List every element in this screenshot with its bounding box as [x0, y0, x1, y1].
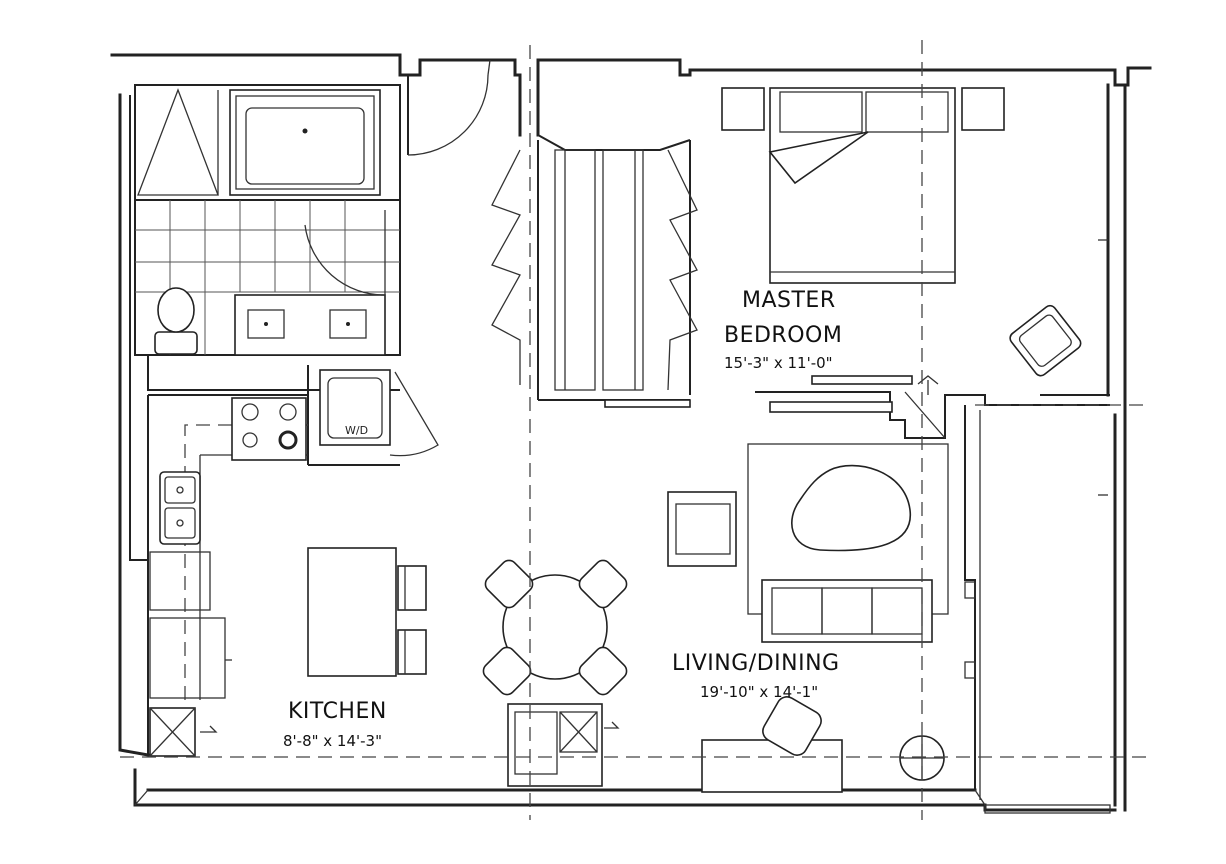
kitchen-counter: [147, 394, 308, 757]
bathroom-door-swing: [304, 224, 386, 296]
master-bedroom-label-line1: MASTER: [742, 288, 836, 313]
toilet: [154, 287, 198, 355]
kitchen-island: [307, 547, 427, 677]
kitchen-duct: [149, 707, 218, 757]
armchair: [667, 491, 737, 567]
dining-table: [482, 559, 628, 696]
entry-door: [407, 59, 491, 156]
balcony: [964, 239, 1111, 814]
bedroom-chair: [1009, 304, 1082, 377]
partition-wall: [755, 375, 1110, 439]
closet: [491, 134, 698, 408]
master-bedroom-dimensions: 15'-3" x 11'-0": [724, 354, 833, 372]
sofa: [761, 579, 933, 643]
washer-dryer-label: W/D: [345, 424, 368, 437]
bed: [768, 87, 956, 284]
desk: [701, 696, 843, 793]
bathroom: [134, 84, 401, 391]
reference-lines: [120, 40, 1150, 820]
bedroom-furniture: [721, 87, 1110, 396]
master-bedroom-label-line2: BEDROOM: [724, 323, 842, 348]
room-labels: MASTER BEDROOM 15'-3" x 11'-0" LIVING/DI…: [283, 288, 842, 750]
dining-storage: [507, 703, 620, 787]
washer-dryer: W/D: [307, 365, 439, 466]
kitchen-dimensions: 8'-8" x 14'-3": [283, 732, 382, 750]
living-dining-label: LIVING/DINING: [672, 651, 840, 676]
living-dining-dimensions: 19'-10" x 14'-1": [700, 683, 818, 701]
living-furniture: [667, 443, 949, 793]
cooktop: [231, 397, 307, 461]
double-vanity: [234, 294, 386, 356]
bathtub: [229, 89, 381, 196]
kitchen-label: KITCHEN: [288, 699, 387, 724]
kitchen-sink: [159, 471, 201, 545]
